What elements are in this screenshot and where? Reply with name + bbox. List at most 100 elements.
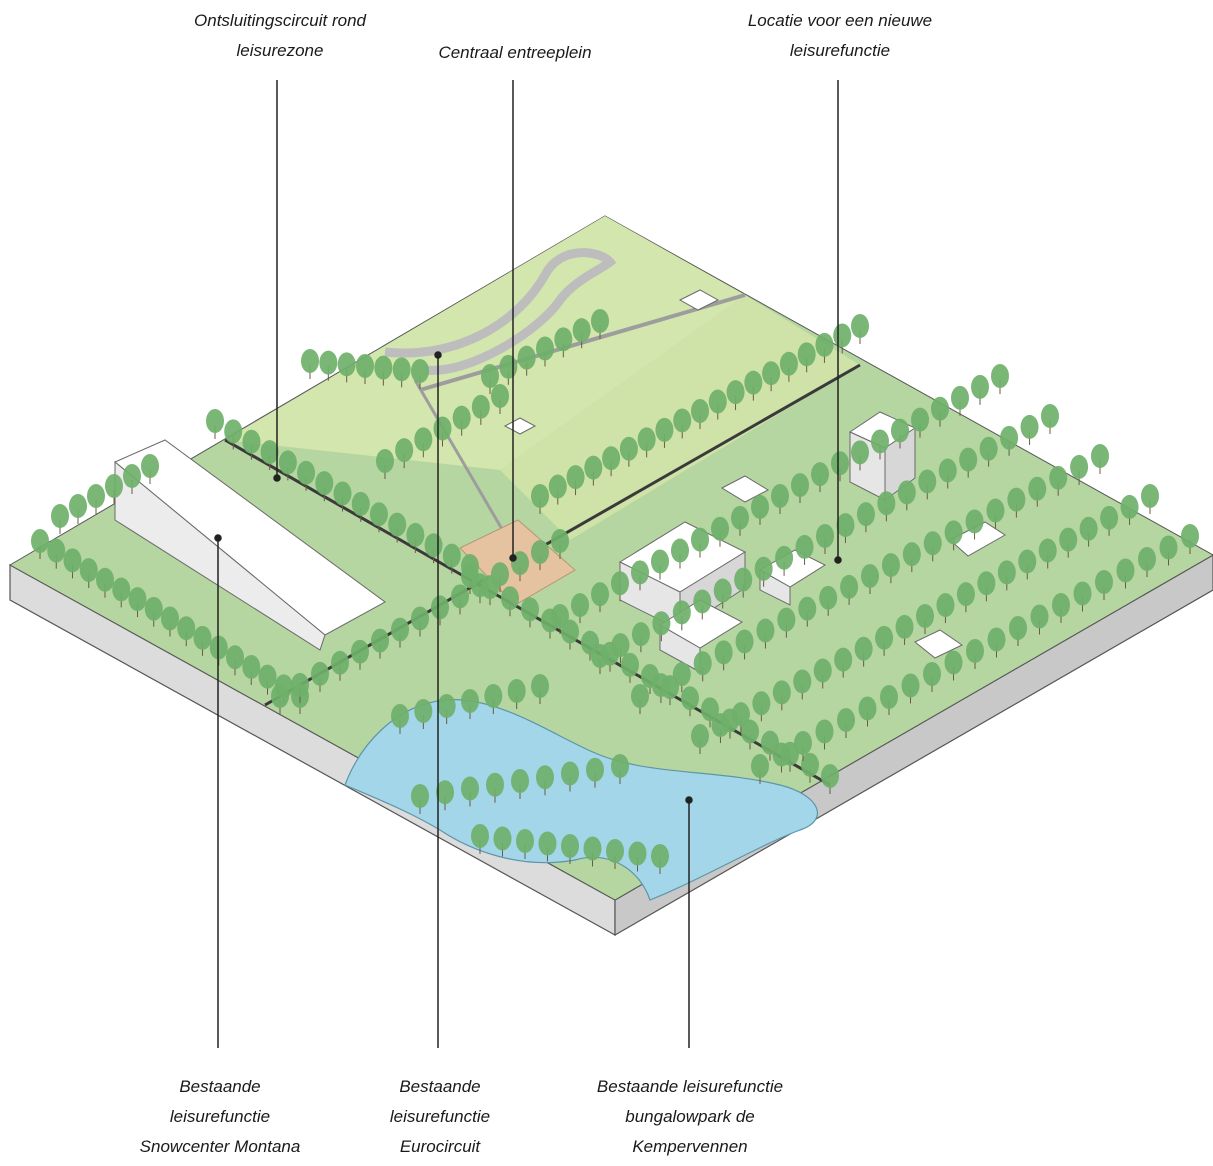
tree-icon <box>652 611 671 642</box>
tree-icon <box>319 350 338 381</box>
snowcenter-side <box>114 460 326 651</box>
tree-icon <box>451 584 469 615</box>
building-d <box>720 475 770 503</box>
tree-icon <box>31 529 49 559</box>
tree-icon <box>779 351 798 382</box>
tree-icon <box>977 571 996 602</box>
tree-icon <box>931 396 949 427</box>
tree-icon <box>631 622 650 653</box>
tree-icon <box>731 702 750 733</box>
tree-icon <box>1018 549 1037 580</box>
label-eurocircuit-line-1: Bestaande <box>399 1077 481 1096</box>
tree-icon <box>374 355 393 386</box>
tree-icon <box>991 364 1009 394</box>
tree-icon <box>631 684 649 714</box>
tree-icon <box>554 327 573 358</box>
tree-icon <box>714 640 733 671</box>
tree-icon <box>242 654 261 685</box>
tree-icon <box>631 560 649 591</box>
label-kempervennen-line-3: Kempervennen <box>632 1137 748 1156</box>
tree-icon <box>798 596 817 627</box>
tree-icon <box>1141 484 1159 514</box>
tree-icon <box>691 399 709 429</box>
tree-icon <box>851 440 869 471</box>
label-kempervennen-line-2: bungalowpark de <box>625 1107 755 1126</box>
label-snowcenter-montana: Bestaande leisurefunctie Snowcenter Mont… <box>100 1072 340 1162</box>
tree-icon <box>901 673 920 704</box>
tree-icon <box>875 625 894 656</box>
tree-icon <box>371 628 389 659</box>
tree-icon <box>751 754 769 784</box>
tree-icon <box>566 465 585 496</box>
tree-icon <box>536 765 554 796</box>
tree-icon <box>69 494 87 524</box>
tree-icon <box>815 719 834 750</box>
tree-icon <box>493 826 512 857</box>
tree-icon <box>586 757 604 788</box>
tree-icon <box>1073 581 1092 612</box>
tree-icon <box>242 429 261 460</box>
tree-icon <box>756 618 775 649</box>
tree-icon <box>752 691 771 722</box>
tree-icon <box>938 458 957 489</box>
tree-icon <box>744 370 763 401</box>
tree-icon <box>987 627 1006 658</box>
tree-icon <box>1009 616 1027 646</box>
tree-icon <box>501 586 519 617</box>
tree-icon <box>516 829 534 859</box>
tree-icon <box>877 491 896 522</box>
tree-icon <box>96 567 114 598</box>
tree-icon <box>351 491 370 522</box>
tree-icon <box>637 427 656 458</box>
tree-icon <box>411 784 429 814</box>
label-snowcenter-line-3: Snowcenter Montana <box>139 1137 301 1156</box>
tree-icon <box>436 780 454 811</box>
label-eurocircuit: Bestaande leisurefunctie Eurocircuit <box>340 1072 540 1162</box>
tree-icon <box>965 509 984 540</box>
tree-icon <box>79 558 98 589</box>
tree-icon <box>734 567 753 598</box>
tree-icon <box>561 761 579 792</box>
label-nieuwe-leisure-line-2: leisurefunctie <box>789 41 891 60</box>
tree-icon <box>583 836 602 867</box>
tree-icon <box>572 318 591 349</box>
tree-icon <box>51 504 69 534</box>
tree-icon <box>672 600 691 631</box>
tree-icon <box>726 380 745 411</box>
tree-icon <box>297 460 316 491</box>
tree-icon <box>1052 593 1070 623</box>
callouts <box>214 80 842 1048</box>
tree-icon <box>437 694 456 724</box>
tree-icon <box>611 754 629 784</box>
tree-icon <box>591 582 609 613</box>
tree-icon <box>880 685 898 715</box>
label-eurocircuit-line-3: Eurocircuit <box>399 1137 481 1156</box>
tree-icon <box>63 548 82 579</box>
tree-icon <box>260 440 279 471</box>
tree-icon <box>856 502 875 533</box>
tree-icon <box>486 772 504 803</box>
tree-icon <box>369 502 388 533</box>
tree-icon <box>741 719 759 750</box>
tree-icon <box>1041 404 1059 434</box>
tree-icon <box>771 484 789 514</box>
tree-icon <box>161 606 179 637</box>
tree-icon <box>772 742 791 773</box>
tree-icon <box>531 540 549 571</box>
callout-dot-entreeplein <box>509 554 517 562</box>
tree-icon <box>795 534 814 565</box>
tree-icon <box>691 527 709 558</box>
tree-icon <box>571 593 589 624</box>
label-kempervennen-line-1: Bestaande leisurefunctie <box>596 1077 784 1096</box>
tree-icon <box>414 427 433 458</box>
tree-icon <box>1020 414 1039 445</box>
tree-icon <box>775 545 794 576</box>
tree-icon <box>837 708 855 738</box>
tree-icon <box>333 481 352 512</box>
tree-icon <box>693 589 712 620</box>
tree-icon <box>672 662 691 693</box>
tree-icon <box>87 484 105 514</box>
tree-icon <box>711 516 729 547</box>
tree-icon <box>1138 547 1156 577</box>
